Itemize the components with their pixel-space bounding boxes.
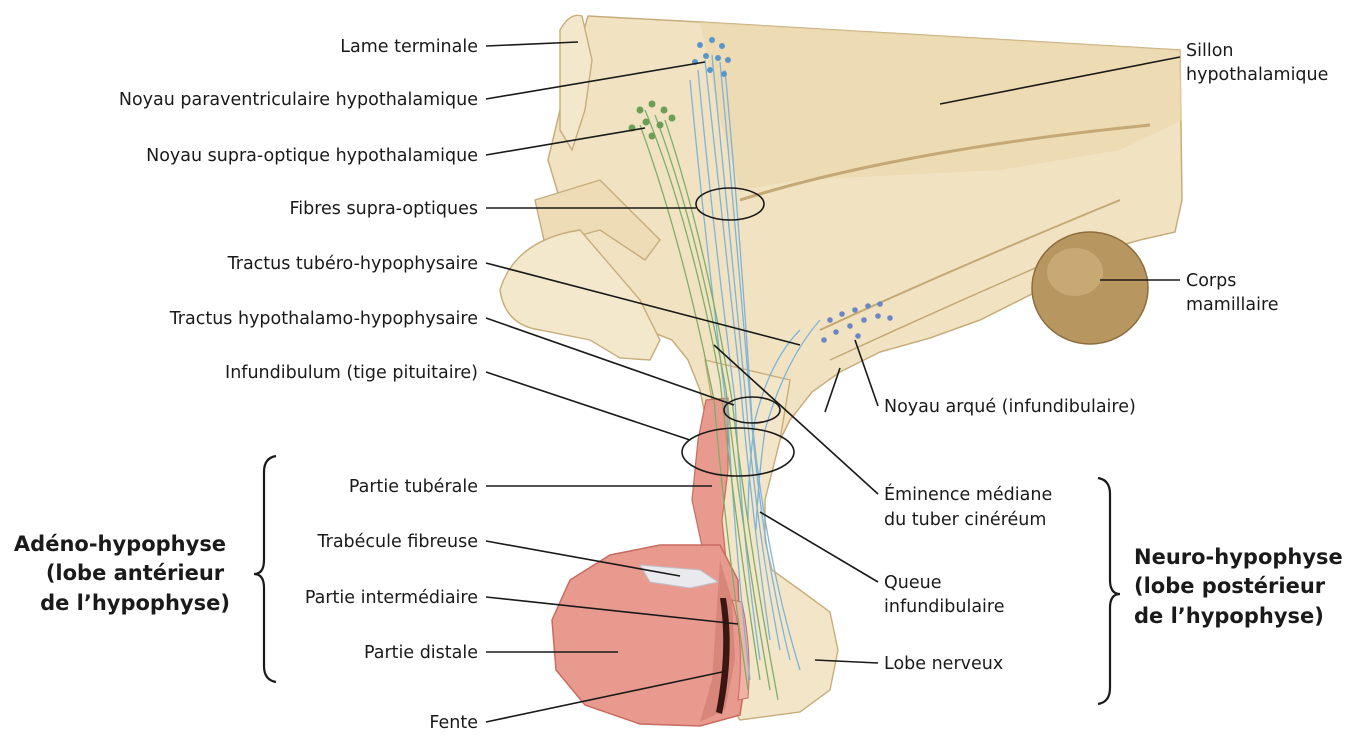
leader-queue (760, 512, 878, 582)
label-eminence-line2: du tuber cinéréum (884, 510, 1046, 530)
neuro-title-line3: de l’hypophyse) (1134, 604, 1324, 628)
label-infundibulum: Infundibulum (tige pituitaire) (225, 363, 478, 383)
leader-infundibulum (486, 372, 690, 440)
label-lame-terminale: Lame terminale (340, 37, 478, 57)
label-eminence-line1: Éminence médiane (884, 483, 1052, 505)
label-trabecule: Trabécule fibreuse (317, 532, 479, 552)
label-noyau-supra-optique: Noyau supra-optique hypothalamique (146, 146, 478, 166)
label-partie-distale: Partie distale (364, 643, 478, 663)
label-queue-line1: Queue (884, 573, 942, 593)
adeno-group-title: Adéno-hypophyse (lobe antérieur de l’hyp… (14, 532, 230, 615)
label-noyau-paraventriculaire: Noyau paraventriculaire hypothalamique (119, 90, 478, 110)
label-noyau-arque: Noyau arqué (infundibulaire) (884, 397, 1136, 417)
label-tractus-tubero: Tractus tubéro-hypophysaire (227, 254, 478, 274)
anatomy-illustration (500, 15, 1182, 726)
corps-mamillaire-highlight (1047, 248, 1103, 296)
adeno-title-line1: Adéno-hypophyse (14, 532, 226, 556)
label-fente: Fente (429, 713, 478, 733)
neuro-group-title: Neuro-hypophyse (lobe postérieur de l’hy… (1134, 545, 1343, 628)
label-lobe-nerveux: Lobe nerveux (884, 654, 1003, 674)
label-sillon-line2: hypothalamique (1186, 65, 1328, 85)
label-corps-line2: mamillaire (1186, 295, 1279, 315)
label-queue-line2: infundibulaire (884, 597, 1005, 617)
left-labels: Lame terminale Noyau paraventriculaire h… (119, 37, 478, 733)
adeno-brace (254, 456, 276, 682)
adeno-title-line2: (lobe antérieur (46, 561, 225, 585)
neuro-brace (1098, 478, 1120, 704)
label-corps-line1: Corps (1186, 271, 1236, 291)
neuro-title-line2: (lobe postérieur (1134, 574, 1326, 598)
label-partie-tuberale: Partie tubérale (349, 477, 478, 497)
label-partie-intermediaire: Partie intermédiaire (305, 588, 478, 608)
label-sillon-line1: Sillon (1186, 41, 1234, 61)
pars-tuberalis-shape (692, 398, 728, 560)
adeno-title-line3: de l’hypophyse) (40, 591, 230, 615)
neuro-title-line1: Neuro-hypophyse (1134, 545, 1343, 569)
label-tractus-hypothalamo: Tractus hypothalamo-hypophysaire (169, 309, 478, 329)
label-fibres-supra-optiques: Fibres supra-optiques (289, 199, 478, 219)
